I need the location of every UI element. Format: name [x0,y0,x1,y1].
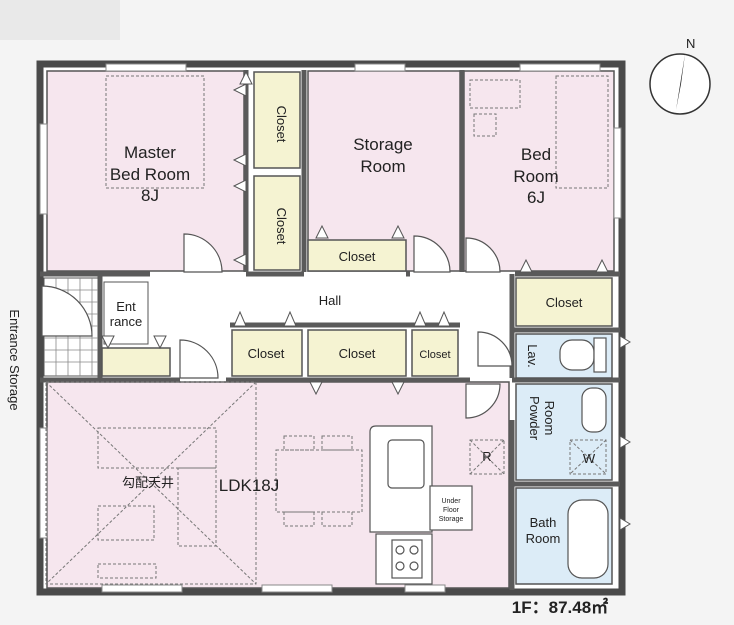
window-storage-top [354,63,406,72]
compass-ring [649,53,711,115]
closet-hall-2 [307,329,407,377]
sloped-ceiling-cross [45,381,607,585]
compass-needle [676,54,685,110]
bed-furniture [555,75,609,189]
window-ldk-bottom-left [101,584,183,593]
sloped-ceiling-area [45,381,257,585]
vent-markers [101,70,631,531]
closet-label-master-upper: Closet [274,106,289,143]
dining-chair-1 [283,435,315,451]
room-labels: Master Bed Room 8J Storage Room Bed Room… [110,106,596,546]
fridge [469,439,505,475]
closet-label-master-lower: Closet [274,208,289,245]
under-floor-label-2: Floor [443,507,460,514]
master-label-1: Master [124,143,176,162]
lav-label: Lav. [525,344,540,368]
closets [101,71,613,377]
desk [469,79,521,109]
bathtub [567,499,609,579]
toilet-tank [593,337,607,373]
bed-label-1: Bed [521,145,551,164]
doors [41,233,513,419]
windows [39,63,622,593]
door-entrance [41,285,93,337]
closet-hall-1 [231,329,303,377]
chair [473,113,497,137]
storage-room-label-2: Room [360,157,405,176]
door-powder [465,383,501,419]
storage-room-label-1: Storage [353,135,413,154]
compass-north: N [686,36,695,51]
window-ldk-bottom-right [404,584,446,593]
bed-label-2: Room [513,167,558,186]
entrance-label-1: Ent [116,299,136,314]
closet-label-hall-3: Closet [419,349,450,361]
master-label-3: 8J [141,186,159,205]
dining-table [275,449,363,513]
window-bed-top [519,63,601,72]
bed-room [463,70,615,272]
under-floor-storage [429,485,473,531]
fridge-label: R [482,449,491,464]
sloped-ceiling-label: 勾配天井 [122,476,174,491]
toilet [559,339,595,371]
storage-room [307,70,461,272]
ldk-label: LDK18J [219,476,279,495]
kitchen [369,425,473,585]
closet-hall-3 [411,329,459,377]
sink [387,439,425,489]
washer [569,439,607,475]
bath-label-1: Bath [530,515,557,530]
tv-board [97,563,157,579]
shoe-storage [101,347,171,377]
window-ldk-bottom [261,584,333,593]
window-bed-right [613,127,622,219]
sofa [97,427,217,469]
dining-chair-3 [283,511,315,527]
powder-label-1: Powder [527,396,542,441]
furniture [45,75,609,585]
closet-bed [515,277,613,327]
dining-chair-4 [321,511,353,527]
closet-master-upper [253,71,301,169]
washer-label: W [583,451,596,466]
closet-storage [307,239,407,272]
hall [150,277,510,323]
stove [391,539,423,579]
powder-label-2: Room [542,401,557,436]
under-floor-label-3: Storage [439,516,464,523]
door-master [183,233,223,273]
door-storage [413,235,451,273]
closet-label-storage: Closet [339,249,376,264]
door-lav [477,331,513,367]
background-shade [0,0,120,40]
closet-label-bed: Closet [546,295,583,310]
dining-chair-2 [321,435,353,451]
closet-label-hall-2: Closet [339,346,376,361]
entrance-label-2: rance [110,314,143,329]
bath-fixtures [559,337,609,579]
closet-master-lower [253,175,301,271]
sofa-side [177,467,217,547]
under-floor-label-1: Under [441,498,461,505]
window-master-left [39,123,48,215]
bed-label-3: 6J [527,188,545,207]
window-ldk-left [39,427,48,539]
wash-basin [581,387,607,433]
door-ldk [179,339,219,379]
closet-label-hall-1: Closet [248,346,285,361]
compass: N [649,36,711,115]
master-label-2: Bed Room [110,165,190,184]
interior-walls [40,70,620,590]
hall-label: Hall [319,293,342,308]
entrance-storage-label: Entrance Storage [7,309,22,410]
door-bed [465,237,501,273]
bath-label-2: Room [526,531,561,546]
coffee-table [97,505,155,541]
floor-area-label: 1F：87.48㎡ [512,597,608,617]
window-master-top [105,63,187,72]
